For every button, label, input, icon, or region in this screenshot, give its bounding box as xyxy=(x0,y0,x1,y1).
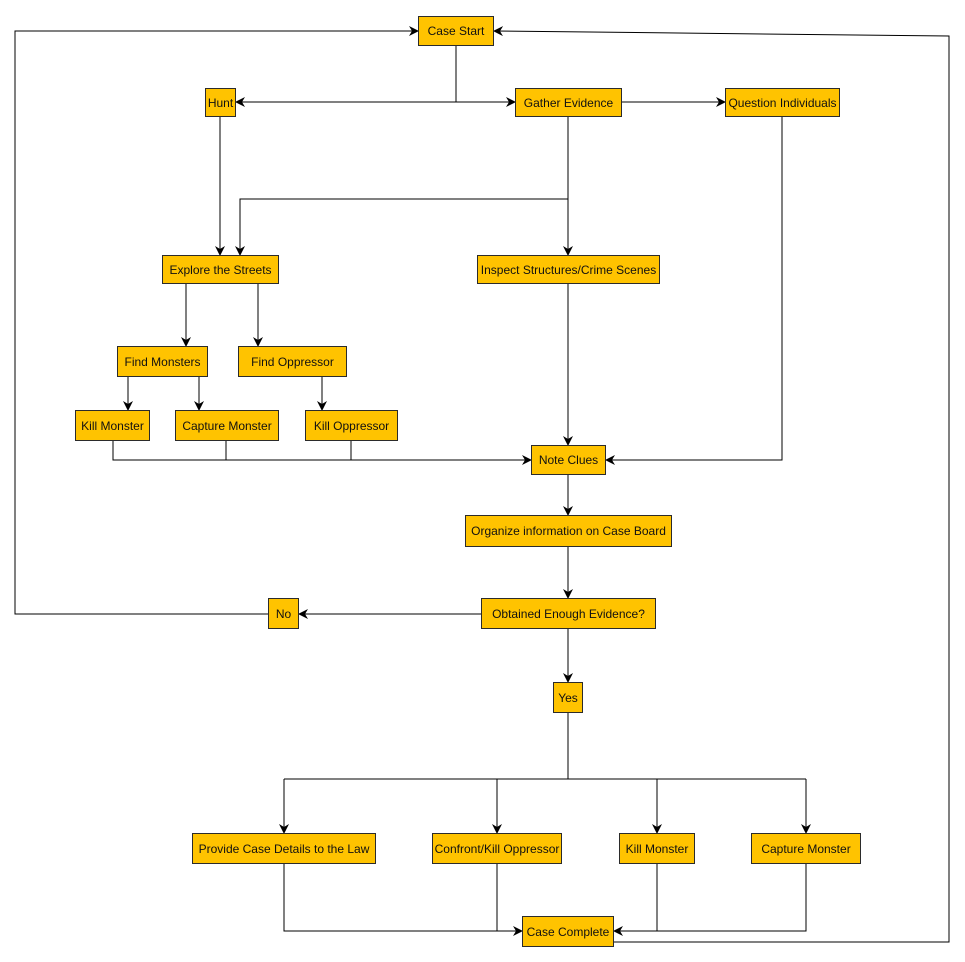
node-gather-evidence: Gather Evidence xyxy=(515,88,622,117)
node-case-complete: Case Complete xyxy=(522,916,614,947)
node-confront-oppressor: Confront/Kill Oppressor xyxy=(432,833,562,864)
node-find-oppressor: Find Oppressor xyxy=(238,346,347,377)
node-note-clues: Note Clues xyxy=(531,445,606,475)
node-find-monsters: Find Monsters xyxy=(117,346,208,377)
node-case-start: Case Start xyxy=(418,16,494,46)
node-explore-streets: Explore the Streets xyxy=(162,255,279,284)
node-kill-monster-1: Kill Monster xyxy=(75,410,150,441)
edge-complete-to-case-start xyxy=(493,26,950,943)
node-yes: Yes xyxy=(553,682,583,713)
node-capture-monster-2: Capture Monster xyxy=(751,833,861,864)
node-capture-monster-1: Capture Monster xyxy=(175,410,279,441)
node-organize-info: Organize information on Case Board xyxy=(465,515,672,547)
node-provide-details: Provide Case Details to the Law xyxy=(192,833,376,864)
edge-gather-to-explore xyxy=(235,198,568,256)
edge-no-to-case-start xyxy=(14,26,419,615)
edge-provide-to-complete xyxy=(283,864,523,936)
node-enough-evidence: Obtained Enough Evidence? xyxy=(481,598,656,629)
node-hunt: Hunt xyxy=(205,88,236,117)
node-question-individuals: Question Individuals xyxy=(725,88,840,117)
edge-capture-to-complete xyxy=(613,864,807,936)
node-kill-oppressor: Kill Oppressor xyxy=(305,410,398,441)
node-inspect-structures: Inspect Structures/Crime Scenes xyxy=(477,255,660,284)
node-no: No xyxy=(268,598,299,629)
node-kill-monster-2: Kill Monster xyxy=(619,833,695,864)
edge-question-to-note-clues xyxy=(605,117,783,465)
edge-leaves-to-note-clues xyxy=(112,441,532,465)
